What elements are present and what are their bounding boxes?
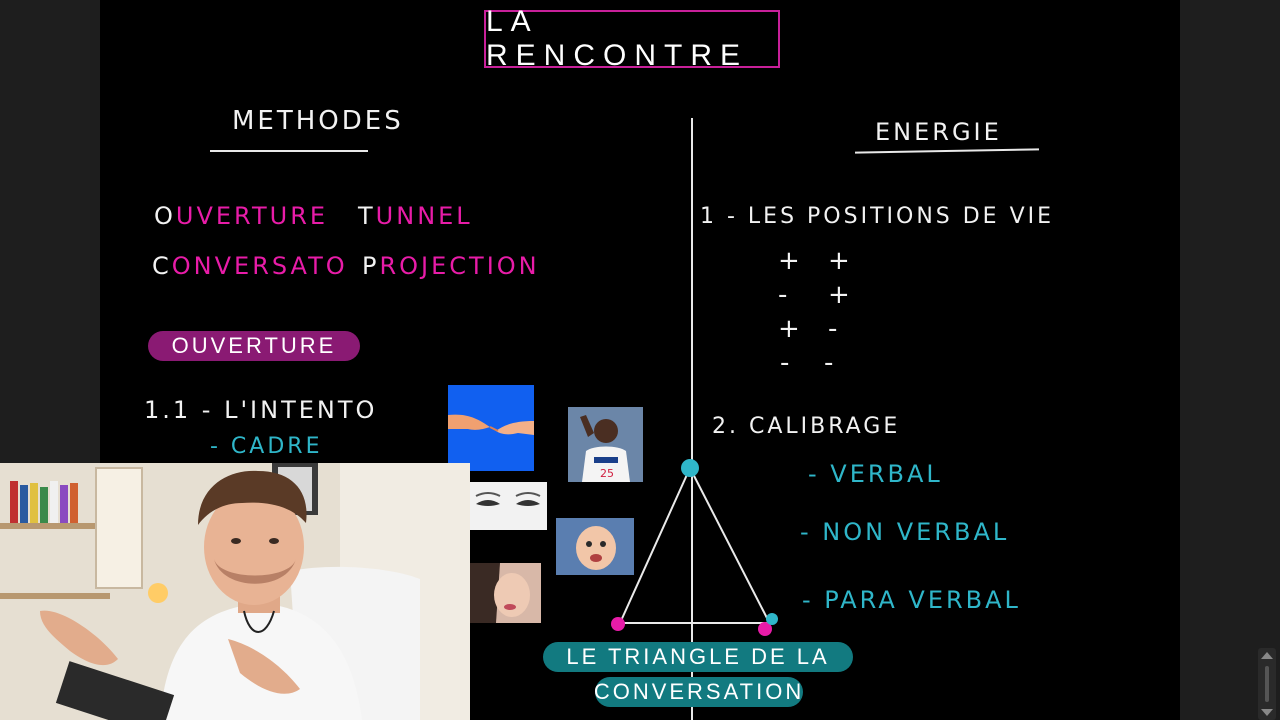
vertical-scrollbar[interactable] [1258,648,1276,720]
triangle-label-line2: CONVERSATION [594,677,803,707]
methods-underline [210,150,368,152]
energy-heading: ENERGIE [875,118,1002,146]
player-listening-image: 25 [568,407,643,482]
baby-face-image [556,518,634,575]
triangle-right-node-secondary [766,613,778,625]
woman-face-image [470,563,541,623]
position-row-4-b: - [824,348,837,378]
scroll-thumb[interactable] [1265,666,1269,702]
triangle-right-node [758,622,772,636]
scroll-up-icon[interactable] [1261,652,1273,659]
divider-line [691,118,693,720]
position-row-1-a: + [778,246,803,276]
svg-text:25: 25 [600,467,614,480]
board-title: LA RENCONTRE [486,5,749,72]
hands-reaching-image [448,385,534,471]
method-conversato: CONVERSATO [152,252,348,280]
calibrage-verbal: - VERBAL [808,460,943,488]
position-row-2-a: - [778,280,791,310]
calibrage-title: 2. CALIBRAGE [712,414,901,439]
board-title-box: LA RENCONTRE [484,5,780,72]
calibrage-para-verbal: - PARA VERBAL [802,586,1021,614]
method-ouverture: OUVERTURE [154,202,329,230]
method-projection: PROJECTION [362,252,540,280]
positions-title: 1 - LES POSITIONS DE VIE [700,204,1055,229]
position-row-3-a: + [778,314,803,344]
scroll-down-icon[interactable] [1261,709,1273,716]
conversation-triangle [611,459,778,636]
eyes-image [470,482,547,530]
triangle-top-node [681,459,699,477]
cadre-item: - CADRE [210,434,323,459]
position-row-2-b: + [828,280,853,310]
position-row-1-b: + [828,246,853,276]
energy-underline [854,148,1040,154]
triangle-label-line1: LE TRIANGLE DE LA [543,642,853,672]
calibrage-non-verbal: - NON VERBAL [800,518,1010,546]
ouverture-pill-label: OUVERTURE [171,333,337,358]
triangle-left-node [611,617,625,631]
position-row-3-b: - [828,314,841,344]
intento-item: 1.1 - L'INTENTO [144,396,378,424]
methods-heading: METHODES [232,106,404,136]
webcam-overlay [0,463,470,720]
ouverture-pill: OUVERTURE [148,331,360,361]
position-row-4-a: - [780,348,793,378]
method-tunnel: TUNNEL [358,202,473,230]
